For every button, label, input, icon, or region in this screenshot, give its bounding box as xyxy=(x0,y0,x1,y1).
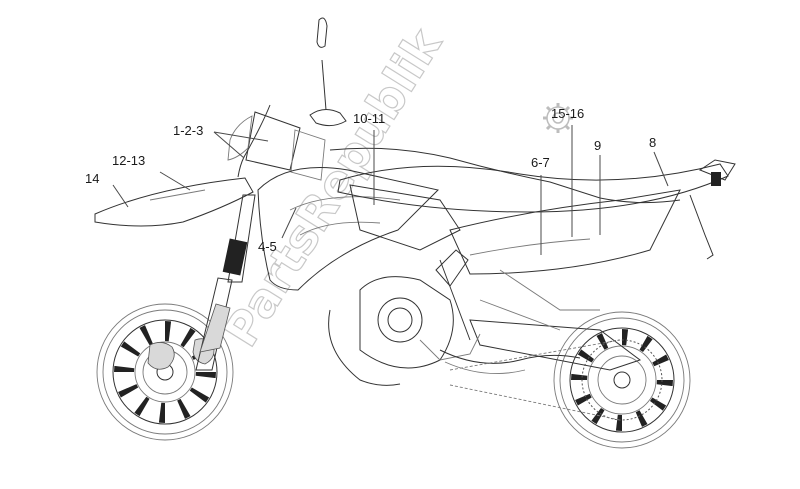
wheel-spoke xyxy=(577,349,595,363)
callout-15-16: 15-16 xyxy=(551,106,584,121)
callout-14: 14 xyxy=(85,171,99,186)
wheel-spoke xyxy=(639,335,653,353)
wheel-spoke xyxy=(134,396,150,417)
wheel-spoke xyxy=(656,380,673,387)
wheel-spoke xyxy=(195,372,216,379)
wheel-spoke xyxy=(114,365,135,372)
wheel-spoke xyxy=(649,397,667,411)
callout-8: 8 xyxy=(649,135,656,150)
wheel-spoke xyxy=(622,329,629,346)
callout-labels: 1-2-3 12-13 14 10-11 15-16 8 9 6-7 4-5 xyxy=(85,106,656,254)
callout-12-13: 12-13 xyxy=(112,153,145,168)
wheel-spoke xyxy=(118,384,139,398)
seat-and-tail xyxy=(337,159,736,275)
front-fender xyxy=(94,177,254,227)
frame-swingarm xyxy=(439,259,642,371)
callout-4-5: 4-5 xyxy=(258,239,277,254)
rear-wheel xyxy=(553,311,691,449)
rear-sprocket xyxy=(581,339,663,421)
wheel-spoke xyxy=(180,327,196,348)
callout-10-11: 10-11 xyxy=(353,111,385,126)
fuel-tank-and-panels xyxy=(257,147,681,291)
watermark-gear-icon xyxy=(543,103,573,133)
drive-chain xyxy=(449,339,621,421)
wheel-spoke xyxy=(652,354,669,367)
wheel-spoke xyxy=(120,341,141,357)
wheel-spoke xyxy=(158,402,165,423)
handlebar-assembly xyxy=(227,17,347,181)
front-fork xyxy=(195,194,256,371)
wheel-spoke xyxy=(615,414,622,431)
wheel-spoke xyxy=(571,373,588,380)
callout-1-2-3: 1-2-3 xyxy=(173,123,203,138)
callout-9: 9 xyxy=(594,138,601,153)
exhaust-pipe xyxy=(439,349,581,374)
wheel-spoke xyxy=(596,333,609,350)
wheel-spoke xyxy=(165,321,172,342)
wheel-spoke xyxy=(177,398,191,419)
callout-6-7: 6-7 xyxy=(531,155,550,170)
front-wheel xyxy=(96,303,234,441)
wheel-spoke xyxy=(575,393,592,406)
engine xyxy=(328,249,481,386)
wheel-spoke xyxy=(139,325,153,346)
wheel-spoke xyxy=(189,387,210,403)
wheel-spoke xyxy=(635,410,648,427)
wheel-spoke xyxy=(591,407,605,425)
leader-lines xyxy=(112,125,669,255)
